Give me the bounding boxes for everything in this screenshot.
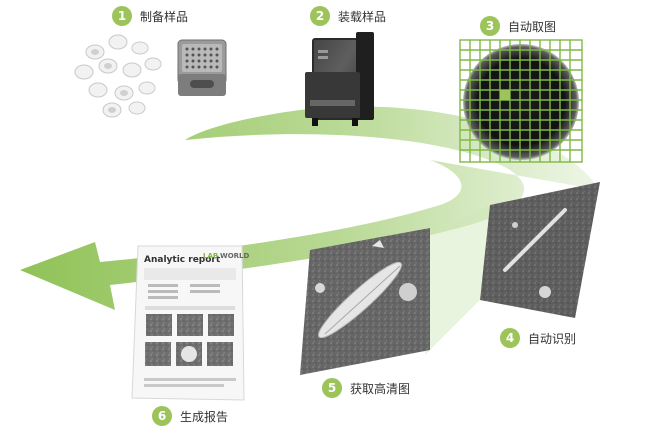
step-6: 6 生成报告 <box>152 406 228 426</box>
report-brand-left: LAB <box>203 252 218 260</box>
report-title: Analytic report <box>144 255 221 265</box>
step-5-badge: 5 <box>322 378 342 398</box>
step-4-label: 自动识别 <box>528 331 577 346</box>
report-brand-right: WORLD <box>220 252 250 260</box>
report-document: Analytic report LAB WORLD <box>131 245 250 401</box>
step-2: 2 装载样品 <box>310 6 386 26</box>
step-6-badge: 6 <box>152 406 172 426</box>
step-3-badge: 3 <box>480 16 500 36</box>
step-2-label: 装载样品 <box>338 9 387 24</box>
auto-capture-illustration <box>459 39 583 163</box>
step-1: 1 制备样品 <box>112 6 188 26</box>
sem-instrument-illustration <box>305 32 374 126</box>
step-1-badge: 1 <box>112 6 132 26</box>
step-6-label: 生成报告 <box>180 409 229 424</box>
sample-prep-illustration <box>74 34 227 118</box>
hires-image-illustration <box>300 228 430 375</box>
step-3: 3 自动取图 <box>480 16 556 36</box>
auto-identify-illustration <box>420 182 600 355</box>
step-5: 5 获取高清图 <box>322 378 410 398</box>
step-2-badge: 2 <box>310 6 330 26</box>
step-5-label: 获取高清图 <box>350 381 411 396</box>
step-4-badge: 4 <box>500 328 520 348</box>
step-4: 4 自动识别 <box>500 328 576 348</box>
step-1-label: 制备样品 <box>140 9 189 24</box>
step-3-label: 自动取图 <box>508 19 557 34</box>
